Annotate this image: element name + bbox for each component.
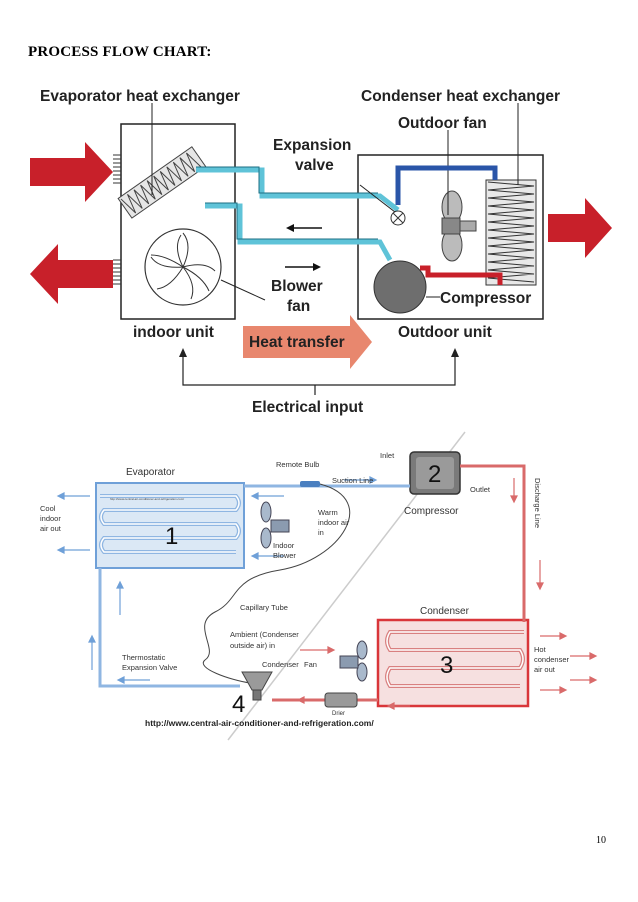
- remote-bulb-label: Remote Bulb: [276, 460, 319, 469]
- condenser-label-2: Condenser: [420, 606, 470, 617]
- cool-air-label-1: Cool: [40, 504, 56, 513]
- remote-bulb-icon: [300, 481, 320, 487]
- electrical-input-label: Electrical input: [252, 399, 363, 416]
- inlet-label: Inlet: [380, 451, 395, 460]
- refrigeration-cycle-diagram: Evaporator Remote Bulb Suction Line Inle…: [40, 431, 598, 741]
- expansion-valve-pointer: [359, 184, 396, 213]
- evaporator-label: Evaporator heat exchanger: [40, 88, 240, 105]
- condenser-box: [376, 618, 530, 708]
- page-number: 10: [596, 835, 606, 846]
- outdoor-fan-label: Outdoor fan: [398, 115, 487, 132]
- air-out-arrow: [30, 244, 113, 304]
- hot-air-label-1: Hot: [534, 645, 547, 654]
- warm-air-label-2: indoor air: [318, 518, 350, 527]
- outdoor-fan-icon: [441, 190, 477, 262]
- flow-arrows-red: [296, 478, 598, 710]
- condenser-fan-label-2: Fan: [304, 660, 317, 669]
- discharge-line-label: Discharge Line: [533, 478, 542, 528]
- heat-transfer-arrow: [243, 315, 372, 369]
- warm-air-label-1: Warm: [318, 508, 338, 517]
- page-heading: PROCESS FLOW CHART:: [28, 44, 212, 60]
- evaporator-coil: [117, 146, 207, 219]
- blower-fan-blades: [150, 232, 216, 300]
- indoor-unit-label: indoor unit: [133, 324, 214, 341]
- number-4: 4: [232, 691, 245, 718]
- indoor-vents-bottom: [113, 259, 121, 285]
- drier-label: Drier: [332, 711, 345, 717]
- warm-air-label-3: in: [318, 528, 324, 537]
- flow-arrow-right: [285, 263, 321, 271]
- suction-line-label: Suction Line: [332, 476, 373, 485]
- capillary-tube-label: Capillary Tube: [240, 603, 288, 612]
- cool-air-label-3: air out: [40, 524, 62, 533]
- compressor-label-2: Compressor: [404, 506, 459, 517]
- cool-air-label-2: indoor: [40, 514, 61, 523]
- blower-fan-label-1: Blower: [271, 278, 323, 295]
- refrigerant-pipe-red: [420, 265, 503, 285]
- flow-arrows-blue: [56, 476, 378, 684]
- air-in-arrow: [30, 142, 113, 202]
- capillary-tube: [202, 483, 351, 684]
- indoor-blower-label-2: Blower: [273, 551, 296, 560]
- heat-transfer-label: Heat transfer: [249, 334, 345, 351]
- electrical-input-lines: [182, 355, 456, 395]
- ambient-label-1: Ambient (Condenser: [230, 630, 299, 639]
- number-1: 1: [165, 523, 178, 550]
- compressor-icon: [373, 260, 427, 314]
- thermostatic-expansion-valve-icon: [241, 671, 273, 691]
- hot-air-out-arrow: [548, 198, 612, 258]
- drier-icon: [324, 692, 358, 708]
- thermostatic-label-2: Expansion Valve: [122, 663, 177, 672]
- ambient-label-2: outside air) in: [230, 641, 275, 650]
- outlet-label: Outlet: [470, 485, 491, 494]
- indoor-blower-icon: [260, 501, 290, 549]
- evaporator-url-small: http://www.central-air-conditioner-and-r…: [110, 497, 184, 501]
- expansion-valve-label-2: valve: [295, 157, 334, 174]
- indoor-blower-label-1: Indoor: [273, 541, 295, 550]
- evaporator-label-2: Evaporator: [126, 467, 176, 478]
- thermostatic-label-1: Thermostatic: [122, 653, 166, 662]
- indoor-vents-top: [113, 154, 121, 184]
- condenser-label: Condenser heat exchanger: [361, 88, 560, 105]
- condenser-fan-label-1: Condenser: [262, 660, 299, 669]
- hot-air-label-2: condenser: [534, 655, 570, 664]
- refrigerant-pipe-blue: [395, 165, 498, 205]
- outdoor-unit-label: Outdoor unit: [398, 324, 492, 341]
- compressor-label: Compressor: [440, 290, 531, 307]
- blower-fan-label-2: fan: [287, 298, 310, 315]
- number-2: 2: [428, 461, 441, 488]
- flow-arrow-left: [286, 224, 322, 232]
- condenser-fan-icon: [339, 640, 368, 682]
- condenser-coil-fins: [487, 181, 535, 283]
- refrigerant-pipes-cyan: [196, 167, 400, 262]
- source-url: http://www.central-air-conditioner-and-r…: [145, 718, 374, 728]
- hot-air-label-3: air out: [534, 665, 556, 674]
- number-3: 3: [440, 652, 453, 679]
- split-ac-diagram: Evaporator heat exchanger Condenser heat…: [30, 88, 612, 416]
- blower-pointer-line: [220, 279, 266, 301]
- expansion-valve-label-1: Expansion: [273, 137, 351, 154]
